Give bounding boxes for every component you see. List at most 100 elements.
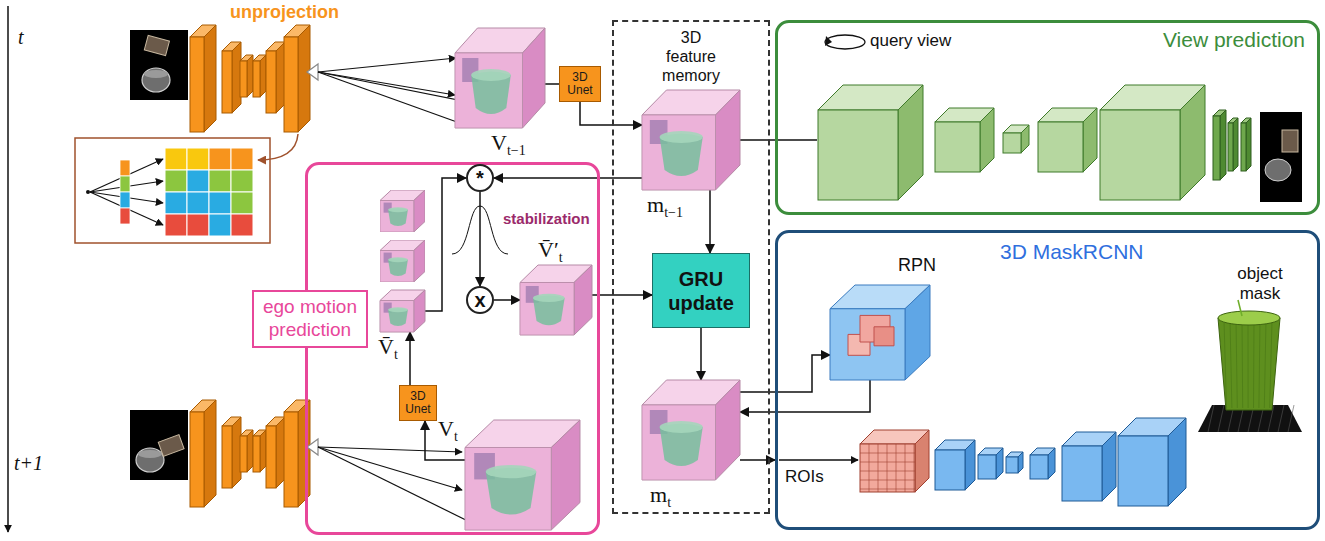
voxel-line <box>1264 320 1266 408</box>
object-mask-figure <box>1198 300 1302 432</box>
block-front <box>1030 455 1048 479</box>
object <box>158 435 184 457</box>
grid-line <box>887 444 888 492</box>
panel-title: View prediction <box>1163 28 1305 51</box>
connector <box>592 294 652 296</box>
unprojection-layer <box>266 42 285 113</box>
block-front <box>1003 133 1021 153</box>
mask-block <box>1062 432 1116 501</box>
annotation: unprojection <box>230 2 339 22</box>
block-side <box>204 400 216 507</box>
cube-shape <box>380 290 425 332</box>
symbol: V̄ <box>378 334 394 359</box>
unprojection-layer <box>253 430 266 472</box>
process-box: GRU update <box>652 253 750 328</box>
grid-line <box>905 444 906 492</box>
bowl <box>142 68 170 92</box>
projection-ray <box>318 447 480 527</box>
block-side <box>1021 125 1029 153</box>
block-side <box>1220 110 1226 180</box>
grid-line <box>878 444 879 492</box>
floor-line <box>1278 405 1284 432</box>
block-front <box>978 455 996 479</box>
voxel-cell <box>187 148 209 170</box>
feature-cube: V̄′t <box>520 265 592 335</box>
block-front <box>1118 436 1168 506</box>
voxel-cell <box>231 214 253 236</box>
feature-cube: V̄t <box>380 290 425 332</box>
floor-line <box>1288 405 1294 432</box>
voxel-cell <box>187 214 209 236</box>
panel-title: 3D MaskRCNN <box>1000 240 1144 264</box>
subscript: t <box>667 495 671 510</box>
feature-vector <box>120 176 130 192</box>
unprojection-layer <box>240 430 253 472</box>
block-front <box>284 412 298 507</box>
symbol: m <box>650 482 667 507</box>
module-title: ego motion prediction <box>258 296 362 342</box>
image-ground <box>1260 112 1302 202</box>
label-wrap: query view <box>870 31 951 51</box>
unprojection-layer <box>253 55 266 97</box>
feature-cube: RPN <box>830 285 930 380</box>
projection-ray <box>318 447 462 452</box>
block-side <box>965 440 975 490</box>
grid-line <box>896 444 897 492</box>
connector <box>479 192 481 286</box>
block-side <box>1102 432 1116 501</box>
voxel-line <box>1253 320 1255 408</box>
voxel-line <box>1242 320 1244 408</box>
block-front <box>818 110 898 200</box>
subscript: t <box>454 429 458 444</box>
mask-block <box>1030 448 1055 479</box>
subscript: t−1 <box>664 205 683 220</box>
time-axis <box>7 6 9 532</box>
memory-title: 3D feature memory <box>614 28 768 86</box>
decoder-slab <box>1228 118 1238 171</box>
grid-line <box>860 462 915 463</box>
memory-frame: 3D feature memorymt−1GRU updatemt <box>612 20 770 514</box>
block-side <box>298 400 310 507</box>
voxel-cell <box>231 192 253 214</box>
process-box: 3D Unet <box>399 385 437 421</box>
operator-symbol: * <box>476 168 484 188</box>
voxel-cell <box>209 170 231 192</box>
rotated-cube <box>380 240 425 282</box>
cube-shape <box>455 28 545 128</box>
cube-shape <box>465 420 580 530</box>
symbol: V <box>438 416 454 441</box>
connector <box>580 102 642 125</box>
voxel-line <box>1224 320 1227 408</box>
block-front <box>1100 110 1180 200</box>
grid-line <box>860 480 915 481</box>
mask-block <box>935 440 975 490</box>
connector <box>740 355 830 392</box>
voxel-cell <box>165 170 187 192</box>
feature-vector <box>120 208 130 224</box>
block-side <box>1168 418 1186 506</box>
rotation-head <box>825 36 832 46</box>
floor-line <box>1218 405 1224 432</box>
voxel-cell <box>165 214 187 236</box>
camera-eye <box>307 439 318 455</box>
panel-title: View prediction <box>1163 28 1305 52</box>
decoder-block <box>1003 125 1029 153</box>
operator-circle: x <box>466 286 494 314</box>
image-ground <box>130 30 188 100</box>
block-side <box>260 430 266 472</box>
label-wrap: unprojection <box>230 2 339 23</box>
unprojection-layer <box>222 417 241 488</box>
grid-line <box>869 444 870 492</box>
input-image <box>130 30 188 100</box>
block-front <box>935 122 980 172</box>
cube-shape <box>642 90 740 190</box>
annotation: object mask <box>1220 264 1300 303</box>
module-title-box: ego motion prediction <box>252 290 368 348</box>
annotation: stabilization <box>503 210 590 227</box>
block-side <box>980 108 994 172</box>
block-front <box>240 61 247 97</box>
block-front <box>222 426 232 488</box>
subscript: t <box>394 347 398 362</box>
output-image <box>1260 112 1302 202</box>
block-front <box>190 37 204 132</box>
